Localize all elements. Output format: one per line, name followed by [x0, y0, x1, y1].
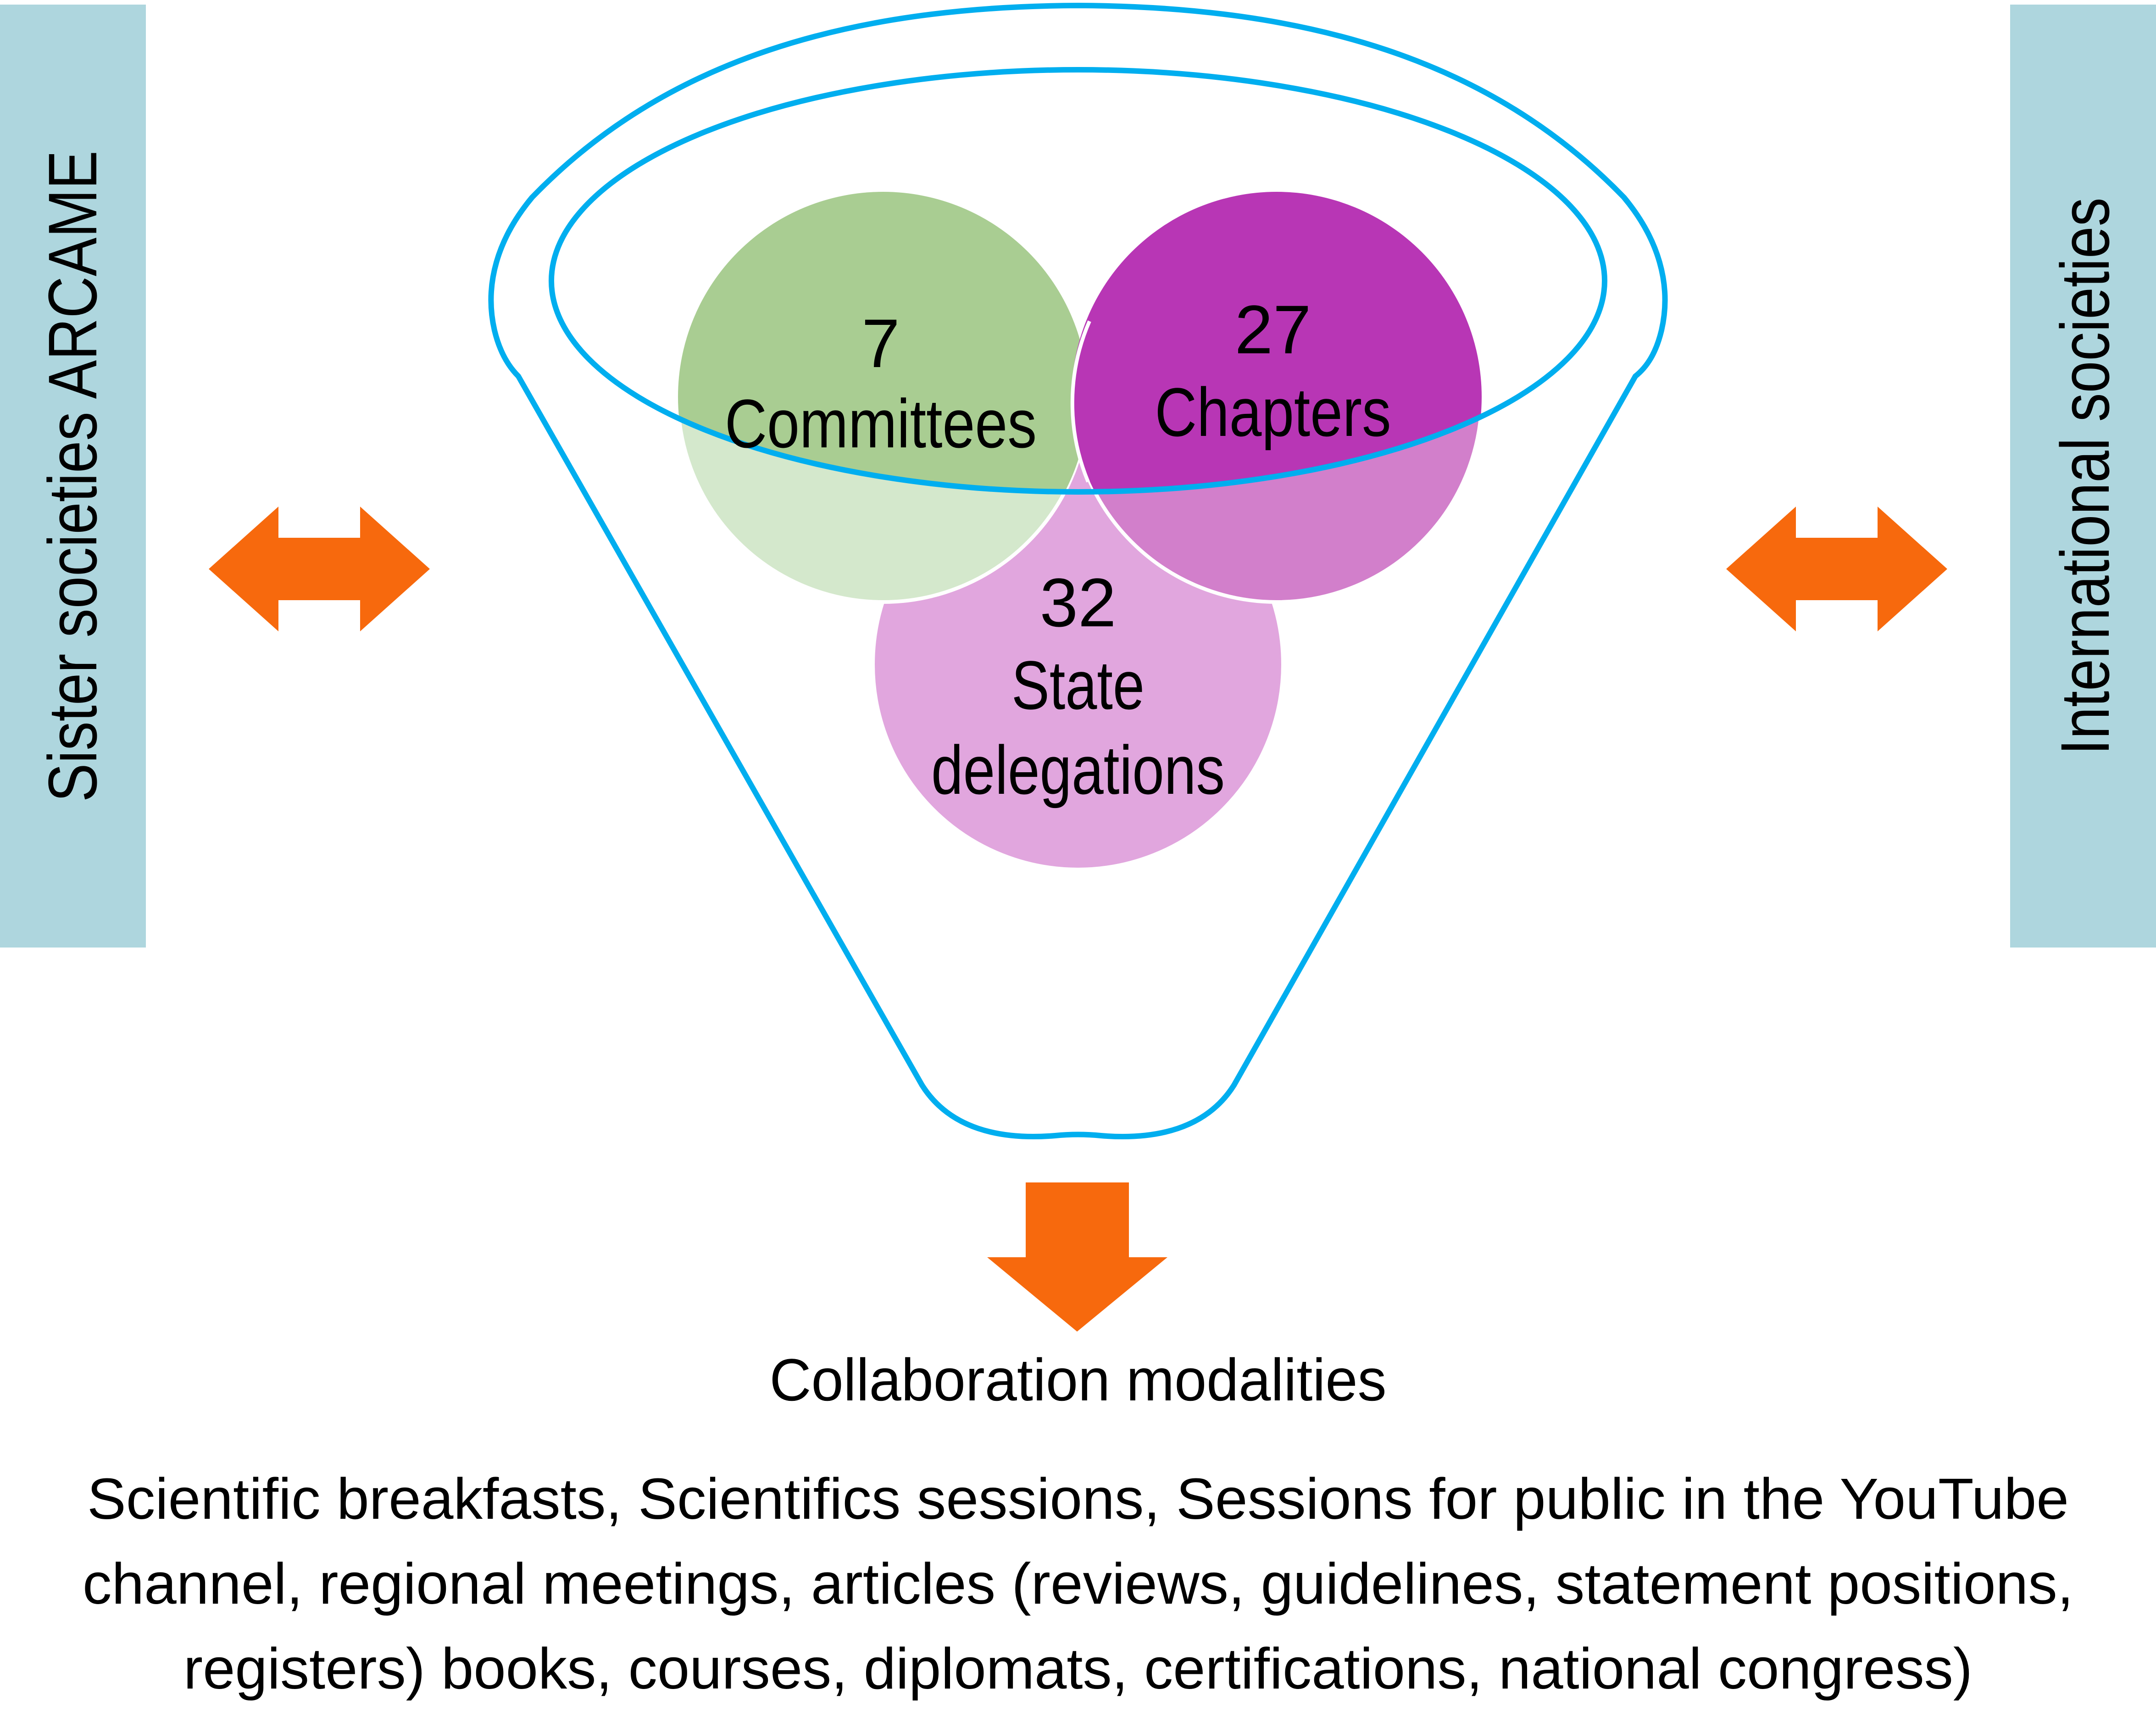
funnel [488, 2, 1668, 1139]
venn-separator [1070, 320, 1091, 483]
funnel-rim [549, 67, 1607, 495]
delegations-label-line1: State [1011, 647, 1145, 724]
output-heading: Collaboration modalities [770, 1346, 1387, 1413]
left-panel: Sister societies ARCAME [0, 5, 146, 948]
left-panel-box [0, 5, 146, 948]
right-panel: International societies [2010, 5, 2156, 948]
output-line: channel, regional meetings, articles (re… [83, 1551, 2073, 1616]
committees-label: Committees [725, 385, 1037, 462]
delegations-label-line2: delegations [931, 731, 1225, 808]
down-arrow-icon [987, 1182, 1167, 1332]
committees-circle [678, 192, 1088, 492]
chapters-circle [1072, 192, 1482, 492]
venn-groups [676, 190, 1484, 871]
committees-count: 7 [861, 305, 900, 382]
chapters-count: 27 [1235, 291, 1311, 368]
chapters-label: Chapters [1155, 374, 1391, 451]
double-headed-arrow-icon [209, 507, 430, 631]
output-line: registers) books, courses, diplomats, ce… [183, 1636, 1973, 1701]
output-line: Scientific breakfasts, Scientifics sessi… [87, 1466, 2069, 1531]
right-panel-box [2010, 5, 2156, 948]
right-panel-label: International societies [2046, 198, 2123, 755]
funnel-outline [488, 2, 1668, 1139]
double-headed-arrow-icon [1726, 507, 1947, 631]
left-panel-label: Sister societies ARCAME [34, 151, 111, 802]
delegations-count: 32 [1040, 564, 1117, 641]
